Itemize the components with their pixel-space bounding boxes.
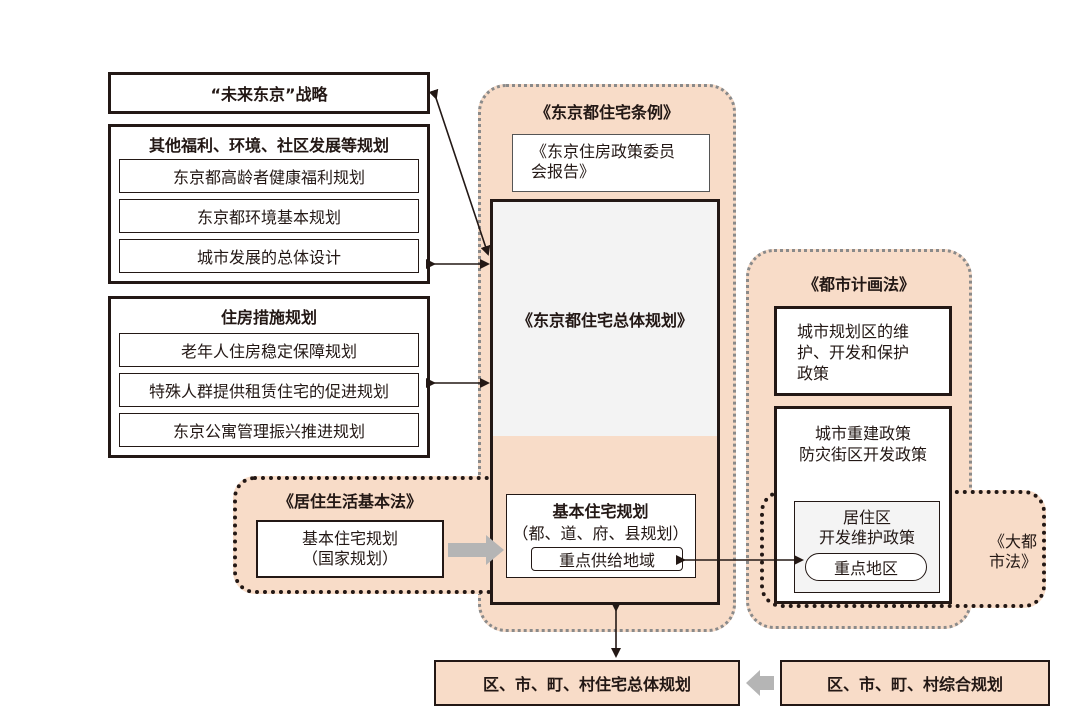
housing-measures-group: 住房措施规划 老年人住房稳定保障规划 特殊人群提供租赁住宅的促进规划 东京公寓管… bbox=[108, 296, 430, 458]
other-plans-title: 其他福利、环境、社区发展等规划 bbox=[148, 136, 389, 155]
priority-supply-area-box: 重点供给地域 bbox=[531, 547, 683, 571]
ward-housing-master-plan-box: 区、市、町、村住宅总体规划 bbox=[434, 660, 740, 706]
basic-housing-plan-title: 基本住宅规划 bbox=[552, 502, 649, 521]
diagonal-double-arrow bbox=[428, 88, 491, 256]
basic-housing-plan-box: 基本住宅规划 （都、道、府、县规划） 重点供给地域 bbox=[506, 494, 696, 578]
basic-housing-plan-subtitle: （都、道、府、县规划） bbox=[512, 524, 689, 543]
other-plans-item: 城市发展的总体设计 bbox=[119, 239, 419, 273]
residential-development-box: 居住区 开发维护政策 重点地区 bbox=[794, 501, 940, 593]
urban-renewal-policy-text: 城市重建政策 防灾街区开发政策 bbox=[798, 424, 927, 464]
gray-block-arrow-left bbox=[746, 670, 774, 696]
city-planning-area-policy-box: 城市规划区的维 护、开发和保护 政策 bbox=[774, 306, 952, 396]
national-housing-plan-box: 基本住宅规划 （国家规划） bbox=[256, 520, 444, 578]
gray-block-arrow-right bbox=[448, 535, 504, 565]
housing-measures-item: 特殊人群提供租赁住宅的促进规划 bbox=[119, 373, 419, 407]
housing-measures-title: 住房措施规划 bbox=[220, 308, 317, 327]
tokyo-ordinance-title: 《东京都住宅条例》 bbox=[534, 103, 679, 122]
future-tokyo-strategy-text: “未来东京”战略 bbox=[210, 85, 328, 104]
city-planning-law-title: 《都市计画法》 bbox=[802, 275, 915, 294]
ward-general-plan-box: 区、市、町、村综合规划 bbox=[780, 660, 1050, 706]
city-planning-area-policy-text: 城市规划区的维 护、开发和保护 政策 bbox=[797, 322, 910, 383]
housing-measures-item: 东京公寓管理振兴推进规划 bbox=[119, 413, 419, 447]
other-plans-item: 东京都环境基本规划 bbox=[119, 199, 419, 233]
committee-report-box: 《东京住房政策委员 会报告》 bbox=[512, 134, 710, 192]
other-plans-item: 东京都高龄者健康福利规划 bbox=[119, 159, 419, 193]
master-plan-title: 《东京都住宅总体规划》 bbox=[516, 311, 693, 330]
key-area-box: 重点地区 bbox=[805, 553, 927, 581]
committee-report-text: 《东京住房政策委员 会报告》 bbox=[531, 142, 676, 181]
residential-development-text: 居住区 开发维护政策 bbox=[818, 508, 915, 547]
other-plans-group: 其他福利、环境、社区发展等规划 东京都高龄者健康福利规划 东京都环境基本规划 城… bbox=[108, 124, 430, 284]
metro-law-label: 《大都 市法》 bbox=[988, 532, 1037, 571]
future-tokyo-strategy-box: “未来东京”战略 bbox=[108, 72, 430, 114]
housing-measures-item: 老年人住房稳定保障规划 bbox=[119, 333, 419, 367]
living-basic-law-title: 《居住生活基本法》 bbox=[277, 492, 422, 511]
